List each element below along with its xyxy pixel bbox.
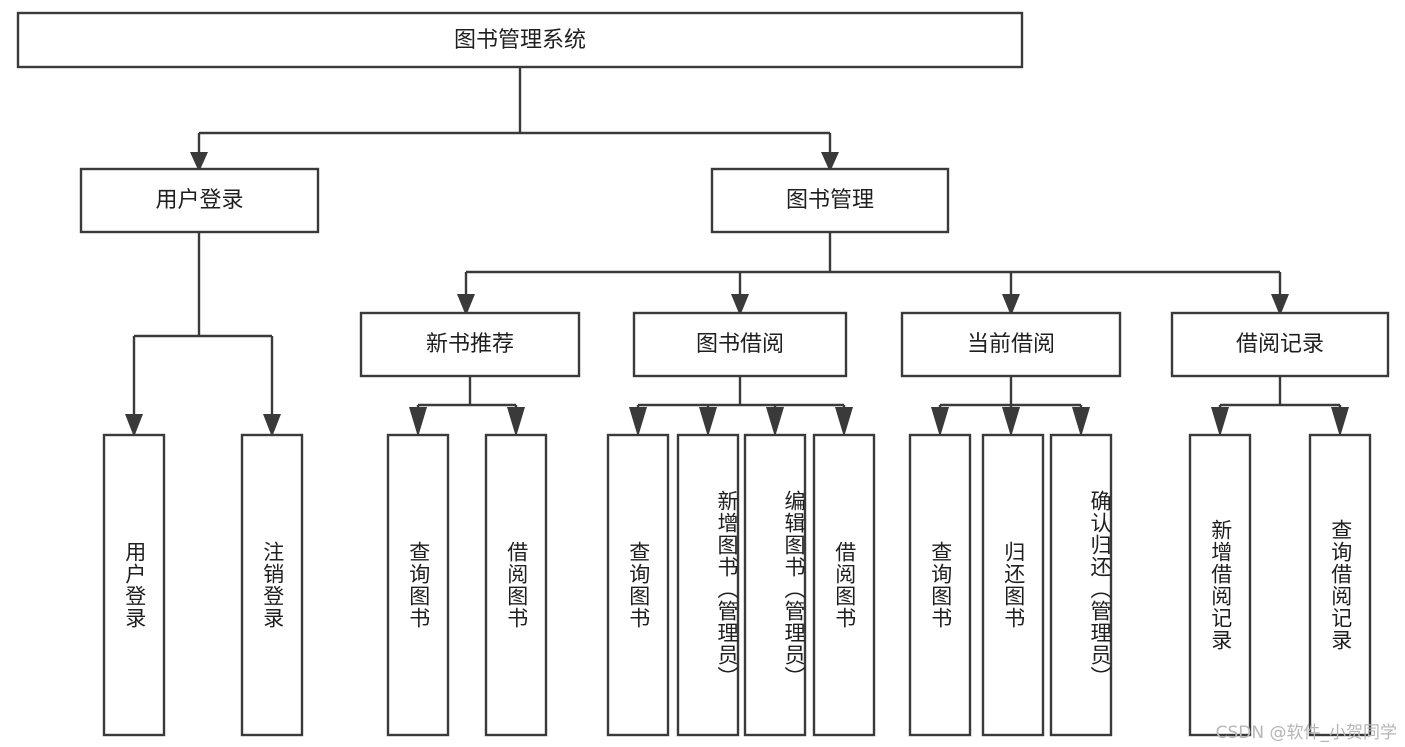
node-new-book-rec-label: 新书推荐 [426,332,514,357]
leaf-box-user-logout[interactable] [240,433,304,737]
leaf-box-layer [102,433,1372,737]
edge-manage-split [457,232,1289,316]
edge-login-split [125,232,281,437]
node-root-label: 图书管理系统 [454,28,586,53]
node-book-borrow[interactable]: 图书借阅 [632,311,848,378]
node-book-manage-label: 图书管理 [786,188,874,213]
edge-record-split [1211,376,1349,437]
node-book-manage[interactable]: 图书管理 [710,167,950,234]
leaf-box-confirm-return[interactable] [1049,433,1113,737]
leaf-box-return-book[interactable] [981,433,1045,737]
node-borrow-record[interactable]: 借阅记录 [1170,311,1390,378]
leaf-box-add-book[interactable] [676,433,740,737]
edge-borrow-split [629,376,853,437]
node-user-login-label: 用户登录 [155,188,243,213]
leaf-box-query-record[interactable] [1308,433,1372,737]
node-user-login[interactable]: 用户登录 [79,167,320,234]
edge-current-split [931,376,1090,437]
node-current-borrow[interactable]: 当前借阅 [900,311,1122,378]
node-current-borrow-label: 当前借阅 [967,332,1055,357]
node-borrow-record-label: 借阅记录 [1236,332,1324,357]
node-new-book-rec[interactable]: 新书推荐 [359,311,581,378]
leaf-box-query-book-borrow[interactable] [606,433,670,737]
leaf-box-add-record[interactable] [1188,433,1252,737]
edge-root-split [190,67,839,172]
leaf-box-query-book-cur[interactable] [908,433,972,737]
leaf-box-borrow-book-rec[interactable] [484,433,548,737]
connector-layer [125,67,1349,437]
leaf-box-edit-book[interactable] [743,433,807,737]
node-book-borrow-label: 图书借阅 [696,332,784,357]
leaf-box-user-login[interactable] [102,433,166,737]
leaf-box-query-book-rec[interactable] [386,433,450,737]
node-root[interactable]: 图书管理系统 [16,11,1024,69]
edge-rec-split [409,376,525,437]
watermark-label: CSDN @软件_小贺同学 [1215,723,1397,743]
leaf-box-borrow-book[interactable] [812,433,876,737]
